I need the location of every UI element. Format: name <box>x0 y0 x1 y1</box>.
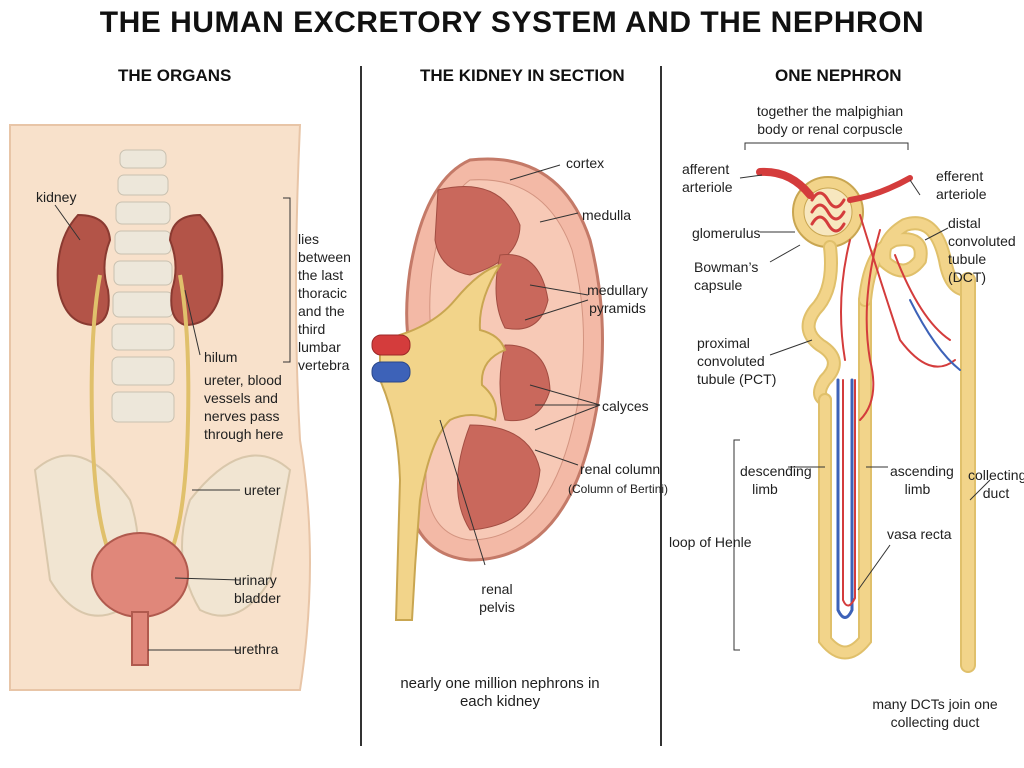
label-collecting-duct: collecting duct <box>968 467 1024 501</box>
label-pct: proximal convoluted tubule (PCT) <box>697 335 777 387</box>
nephron-illustration <box>756 167 976 673</box>
panel-divider-right <box>660 66 662 746</box>
label-loop-of-henle: loop of Henle <box>669 534 752 550</box>
label-hilum: hilum <box>204 349 238 365</box>
spine-illustration <box>111 149 175 423</box>
panel-divider-left <box>360 66 362 746</box>
label-bowmans-capsule: Bowman’s capsule <box>694 259 759 293</box>
panel-title-nephron: ONE NEPHRON <box>775 66 902 85</box>
label-ascending-limb: ascending limb <box>890 463 954 497</box>
label-renal-pelvis: renal pelvis <box>479 581 515 615</box>
panel-title-kidney-section: THE KIDNEY IN SECTION <box>420 66 625 85</box>
label-urethra: urethra <box>234 641 279 657</box>
main-title: THE HUMAN EXCRETORY SYSTEM AND THE NEPHR… <box>99 6 925 39</box>
label-vasa-recta: vasa recta <box>887 526 952 542</box>
ureters-illustration <box>89 274 191 561</box>
label-ureter: ureter <box>244 482 281 498</box>
label-efferent-arteriole: efferent arteriole <box>936 168 987 202</box>
label-cortex: cortex <box>566 155 605 171</box>
label-dct: distal convoluted tubule (DCT) <box>948 215 1016 285</box>
bladder-illustration <box>91 532 189 666</box>
label-afferent-arteriole: afferent arteriole <box>682 161 733 195</box>
label-glomerulus: glomerulus <box>692 225 761 241</box>
label-medullary-pyramids: medullary pyramids <box>587 282 648 316</box>
label-kidney: kidney <box>36 189 77 205</box>
kidney-section-illustration <box>371 157 604 621</box>
label-calyces: calyces <box>602 398 649 414</box>
label-column-of-bertini: (Column of Bertini) <box>568 482 669 496</box>
kidney-section-footnote: nearly one million nephrons in each kidn… <box>400 675 600 710</box>
organ-leader-lines <box>54 197 291 651</box>
label-urinary-bladder: urinary bladder <box>234 572 281 606</box>
label-medulla: medulla <box>582 207 632 223</box>
label-descending-limb: descending limb <box>740 463 812 497</box>
label-renal-column: renal column <box>580 461 661 477</box>
label-malpighian-body: together the malpighian body or renal co… <box>756 103 904 137</box>
label-hilum-note: ureter, blood vessels and nerves pass th… <box>204 372 284 442</box>
nephron-leader-lines <box>733 142 991 651</box>
label-lies-between: lies between the last thoracic and the t… <box>298 231 351 373</box>
kidney-leader-lines <box>439 164 601 566</box>
nephron-footnote: many DCTs join one collecting duct <box>872 696 998 730</box>
panel-title-organs: THE ORGANS <box>118 66 232 85</box>
